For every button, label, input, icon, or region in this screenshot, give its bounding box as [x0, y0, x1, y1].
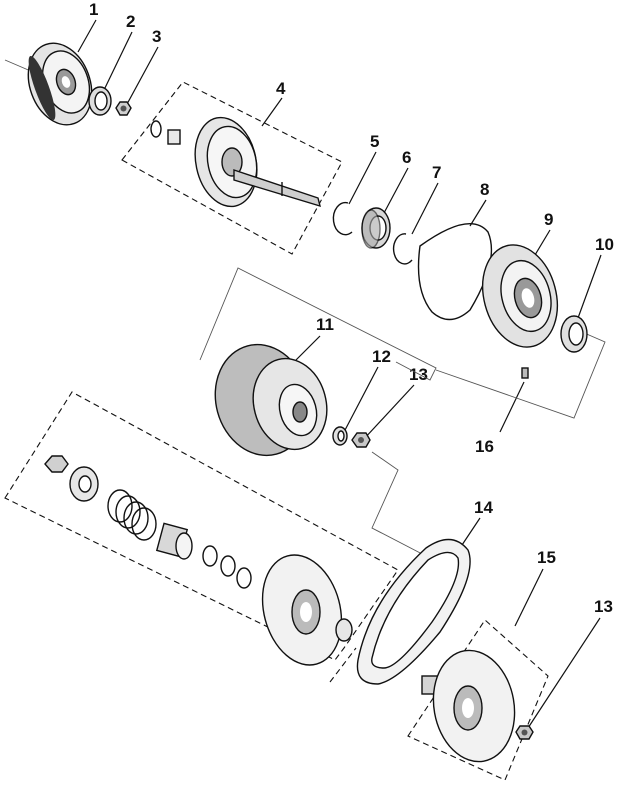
leader-8 [469, 199, 487, 227]
clutch-housing-9 [482, 244, 558, 348]
leader-13 [362, 384, 415, 441]
callout-8: 8 [480, 180, 489, 199]
collar [155, 522, 193, 560]
leader-12 [343, 366, 379, 433]
leader-14 [459, 517, 481, 549]
leader-11 [295, 335, 321, 361]
primary-sheave-assembly-11 [214, 343, 328, 457]
leader-5 [348, 151, 377, 205]
fixed-sheave [261, 554, 343, 666]
guide-center [371, 451, 427, 557]
spring [107, 489, 157, 541]
callout-13: 13 [409, 365, 428, 384]
circlip-7 [392, 233, 413, 265]
nut-3 [115, 101, 132, 116]
callout-15: 15 [537, 548, 556, 567]
callout-11: 11 [316, 315, 334, 334]
washer-12 [332, 426, 348, 446]
gasket-8 [417, 222, 493, 321]
clutch-cover-outer [27, 42, 93, 126]
bolt-16 [521, 367, 529, 379]
leader-6 [383, 167, 409, 214]
callout-1: 1 [89, 0, 98, 19]
callout-13b: 13 [594, 597, 613, 616]
leader-1 [77, 19, 97, 53]
primary-sheave-parts [44, 455, 353, 666]
leader-15 [514, 568, 544, 627]
leader-lines [77, 19, 602, 729]
callout-12: 12 [372, 347, 391, 366]
leader-3 [125, 46, 159, 107]
callout-7: 7 [432, 163, 441, 182]
nut-13 [351, 432, 371, 448]
leader-16 [499, 381, 525, 433]
group-box-link [329, 647, 357, 683]
leader-13b [527, 617, 601, 729]
group-box-primary [4, 391, 399, 661]
callout-4: 4 [276, 79, 286, 98]
guide-right [435, 331, 606, 419]
secondary-sheave-assembly-15 [421, 649, 516, 763]
guide-left [199, 267, 437, 381]
leader-10 [577, 254, 602, 319]
callout-labels: 1 2 3 4 5 6 7 8 9 10 11 12 13 14 15 13 1… [89, 0, 614, 616]
leader-7 [411, 182, 439, 235]
circlip-5 [332, 201, 353, 236]
o-ring-1 [202, 545, 218, 567]
callout-16: 16 [475, 437, 494, 456]
leader-2 [103, 31, 133, 91]
oil-seal-2 [88, 86, 112, 116]
v-belt-14 [356, 538, 471, 685]
callout-6: 6 [402, 148, 411, 167]
bearing-6 [361, 207, 391, 249]
callout-2: 2 [126, 12, 135, 31]
leader-4 [261, 97, 283, 127]
callout-9: 9 [544, 210, 553, 229]
o-ring-3 [236, 567, 252, 589]
assembly-guide-lines [4, 59, 606, 557]
oil-seal-10 [560, 315, 588, 353]
nut-primary [44, 455, 69, 473]
o-ring-2 [220, 555, 236, 577]
drive-shaft-assembly [150, 116, 321, 208]
washer-sheave [335, 618, 353, 642]
callout-3: 3 [152, 27, 161, 46]
callout-14: 14 [474, 498, 493, 517]
callout-5: 5 [370, 132, 379, 151]
nut-13b [515, 725, 534, 740]
callout-10: 10 [595, 235, 614, 254]
